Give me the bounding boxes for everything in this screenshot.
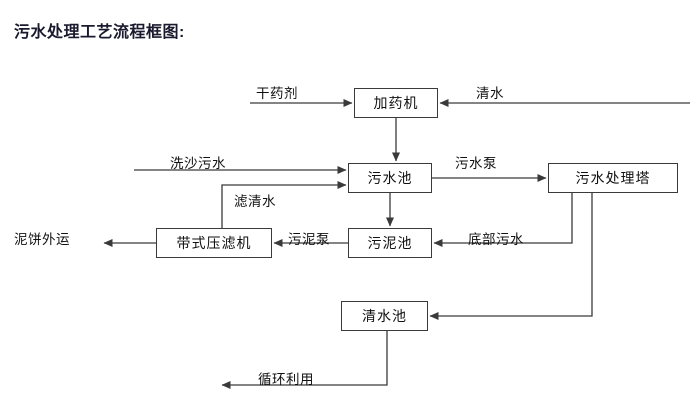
edge-clear-pool-recycle [221,331,388,389]
edge-label-bottom_sewage: 底部污水 [468,232,524,247]
edge-label-dry_agent: 干药剂 [256,86,298,101]
edge-label-sludge_pump: 污泥泵 [288,232,330,247]
edge-tower-to-clear-pool [429,193,593,320]
edge-tower-to-sludge-pool [433,193,573,247]
node-belt_press[interactable]: 带式压滤机 [156,228,272,258]
node-treat_tower[interactable]: 污水处理塔 [548,163,678,193]
page-title: 污水处理工艺流程框图: [14,24,185,41]
node-sewage_pool[interactable]: 污水池 [348,163,432,193]
edge-label-sewage_pump: 污水泵 [455,156,497,171]
edge-label-clean_water_in: 清水 [476,86,504,101]
node-dosing[interactable]: 加药机 [354,88,438,118]
edge-filtrate-to-sewage-pool [221,181,347,228]
edge-label-recycle: 循环利用 [258,372,314,387]
edge-label-sand_wash: 洗沙污水 [170,156,226,171]
edge-label-filtrate: 滤清水 [234,194,276,209]
edge-label-cake_out: 泥饼外运 [14,232,70,247]
node-sludge_pool[interactable]: 污泥池 [348,228,432,258]
node-clear_pool[interactable]: 清水池 [341,301,428,331]
